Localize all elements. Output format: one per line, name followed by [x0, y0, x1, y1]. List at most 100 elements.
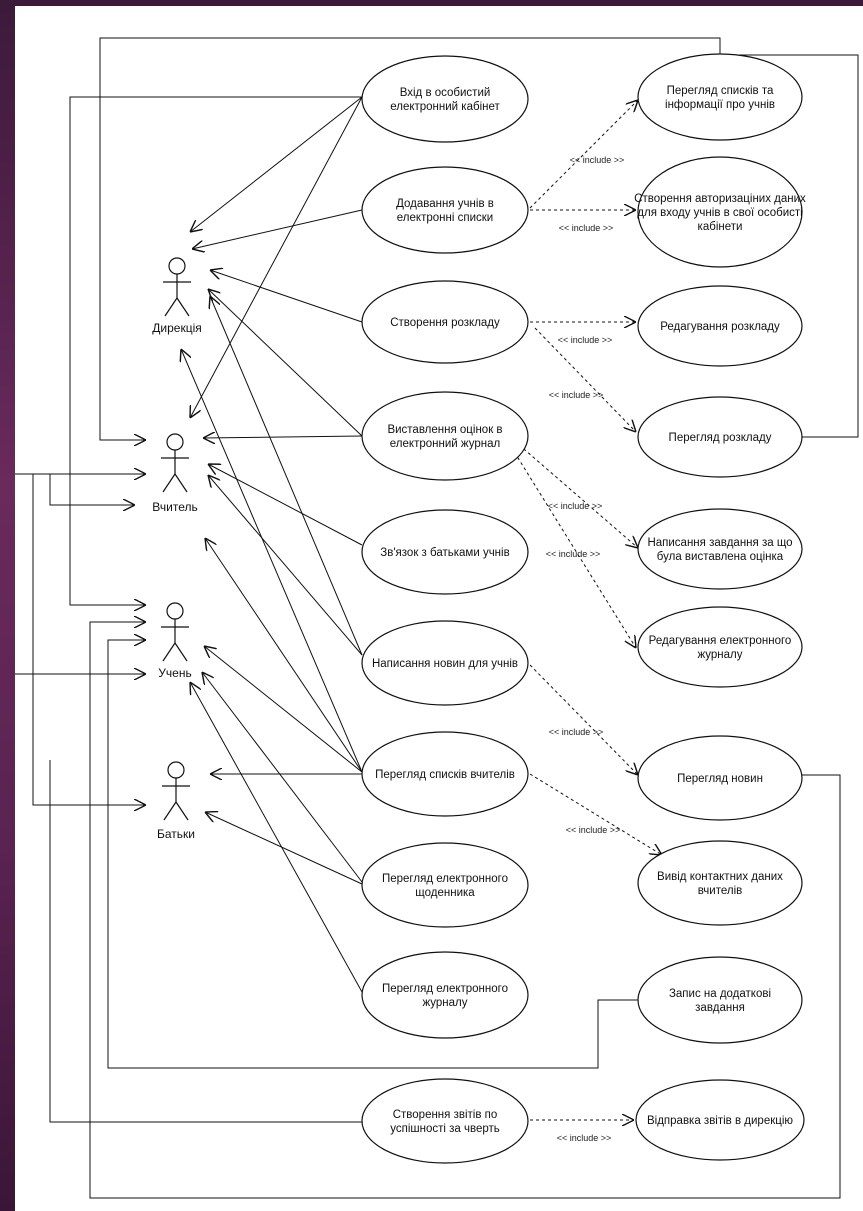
use-case-r9: [637, 956, 803, 1044]
use-case-r8: [637, 840, 803, 926]
association-arrow: [203, 436, 363, 438]
use-case-uc2: [361, 166, 529, 254]
actor-head: [168, 257, 186, 275]
actor-leg: [163, 801, 177, 821]
use-case-label: Перегляд розкладу: [669, 432, 772, 444]
actor-leg: [162, 642, 176, 662]
association-arrow: [190, 96, 363, 418]
use-case-uc4: [361, 391, 529, 481]
use-case-r7: [637, 735, 803, 821]
use-case-label: Перегляд електронного: [382, 983, 508, 995]
use-case-label: Зв'язок з батьками учнів: [380, 547, 509, 559]
use-case-uc3: [361, 280, 529, 364]
use-case-uc8: [361, 842, 529, 928]
actor-leg: [174, 473, 188, 493]
connector-line: [107, 640, 638, 1069]
use-case-label: кабінети: [698, 221, 743, 233]
use-case-label: Редагування розкладу: [660, 321, 780, 333]
actor-uchen: Учень: [158, 602, 192, 680]
association-arrow: [208, 475, 363, 656]
use-case-label: електронний журнал: [390, 438, 500, 450]
actor-leg: [175, 801, 189, 821]
actor-label: Батьки: [157, 827, 195, 841]
include-label: << include >>: [549, 727, 604, 737]
include-label: << include >>: [559, 223, 614, 233]
include-arrow: [529, 773, 662, 855]
actor-leg: [174, 642, 188, 662]
use-case-r1: [637, 53, 803, 141]
use-case-label: Перегляд списків вчителів: [375, 769, 515, 781]
actor-leg: [164, 297, 178, 317]
use-case-label: завдання: [695, 1002, 745, 1014]
use-case-label: успішності за чверть: [390, 1123, 500, 1135]
include-label: << include >>: [546, 549, 601, 559]
include-label: << include >>: [557, 1133, 612, 1143]
include-label: << include >>: [549, 390, 604, 400]
use-case-label: Створення авторизаціних даних: [634, 193, 806, 205]
include-arrow: [529, 664, 638, 775]
use-case-label: Запис на додаткові: [669, 988, 771, 1000]
use-case-uc6: [361, 620, 529, 706]
actor-vchytel: Вчитель: [152, 433, 198, 514]
actor-leg: [176, 297, 190, 317]
use-case-label: Написання завдання за що: [647, 537, 792, 549]
use-case-label: Виставлення оцінок в: [387, 424, 502, 436]
use-case-label: електронний кабінет: [390, 101, 500, 113]
actor-batky: Батьки: [157, 761, 195, 841]
actor-dyrektsiia: Дирекція: [152, 257, 202, 335]
association-arrow: [210, 270, 363, 323]
connector-line: [69, 96, 362, 605]
use-case-r6: [637, 606, 803, 688]
use-case-label: щоденника: [415, 887, 475, 899]
use-case-label: Перегляд електронного: [382, 873, 508, 885]
association-arrow: [202, 672, 363, 883]
use-case-r2: [637, 156, 803, 268]
connector-line: [99, 37, 859, 440]
association-arrow: [208, 464, 363, 546]
association-arrow: [192, 209, 363, 249]
use-case-r5: [637, 508, 803, 590]
use-case-r4: [637, 396, 803, 478]
include-arrow: [529, 100, 638, 209]
use-case-label: Створення розкладу: [390, 317, 500, 329]
use-case-uc9: [361, 951, 529, 1039]
association-arrow: [190, 96, 363, 232]
use-case-uc7: [361, 731, 529, 817]
connector-line: [89, 622, 841, 1199]
use-case-label: Вхід в особистий: [400, 87, 491, 99]
use-case-uc5: [361, 509, 529, 595]
actor-head: [166, 602, 184, 620]
include-arrow: [504, 436, 636, 648]
include-arrow: [534, 327, 636, 432]
association-arrow: [208, 289, 363, 437]
include-label: << include >>: [566, 825, 621, 835]
use-case-label: журналу: [697, 649, 742, 661]
use-case-label: була виставлена оцінка: [657, 551, 784, 563]
use-case-label: Відправка звітів в дирекцію: [647, 1115, 793, 1127]
include-label: << include >>: [570, 155, 625, 165]
actor-head: [167, 761, 185, 779]
actor-label: Дирекція: [152, 321, 201, 335]
association-arrow: [205, 812, 363, 885]
use-case-label: Написання новин для учнів: [372, 658, 518, 670]
association-arrow: [204, 646, 363, 773]
association-arrow: [190, 682, 363, 993]
use-case-label: Вивід контактних даних: [657, 871, 783, 883]
use-case-label: інформації про учнів: [665, 99, 775, 111]
actor-label: Вчитель: [152, 500, 197, 514]
association-arrow: [181, 349, 363, 773]
connector-line: [49, 760, 362, 1123]
use-case-r10: [635, 1079, 805, 1161]
association-arrow: [210, 296, 363, 656]
use-case-label: Додавання учнів в: [396, 198, 494, 210]
use-case-label: журналу: [422, 997, 467, 1009]
use-case-label: Перегляд списків та: [667, 85, 774, 97]
use-case-uc1: [361, 55, 529, 143]
use-case-label: Створення звітів по: [393, 1109, 498, 1121]
actor-head: [166, 433, 184, 451]
use-case-label: Редагування електронного: [649, 635, 792, 647]
use-case-label: для входу учнів в свої особисті: [637, 207, 802, 219]
actor-leg: [162, 473, 176, 493]
use-case-uc10: [361, 1078, 529, 1164]
